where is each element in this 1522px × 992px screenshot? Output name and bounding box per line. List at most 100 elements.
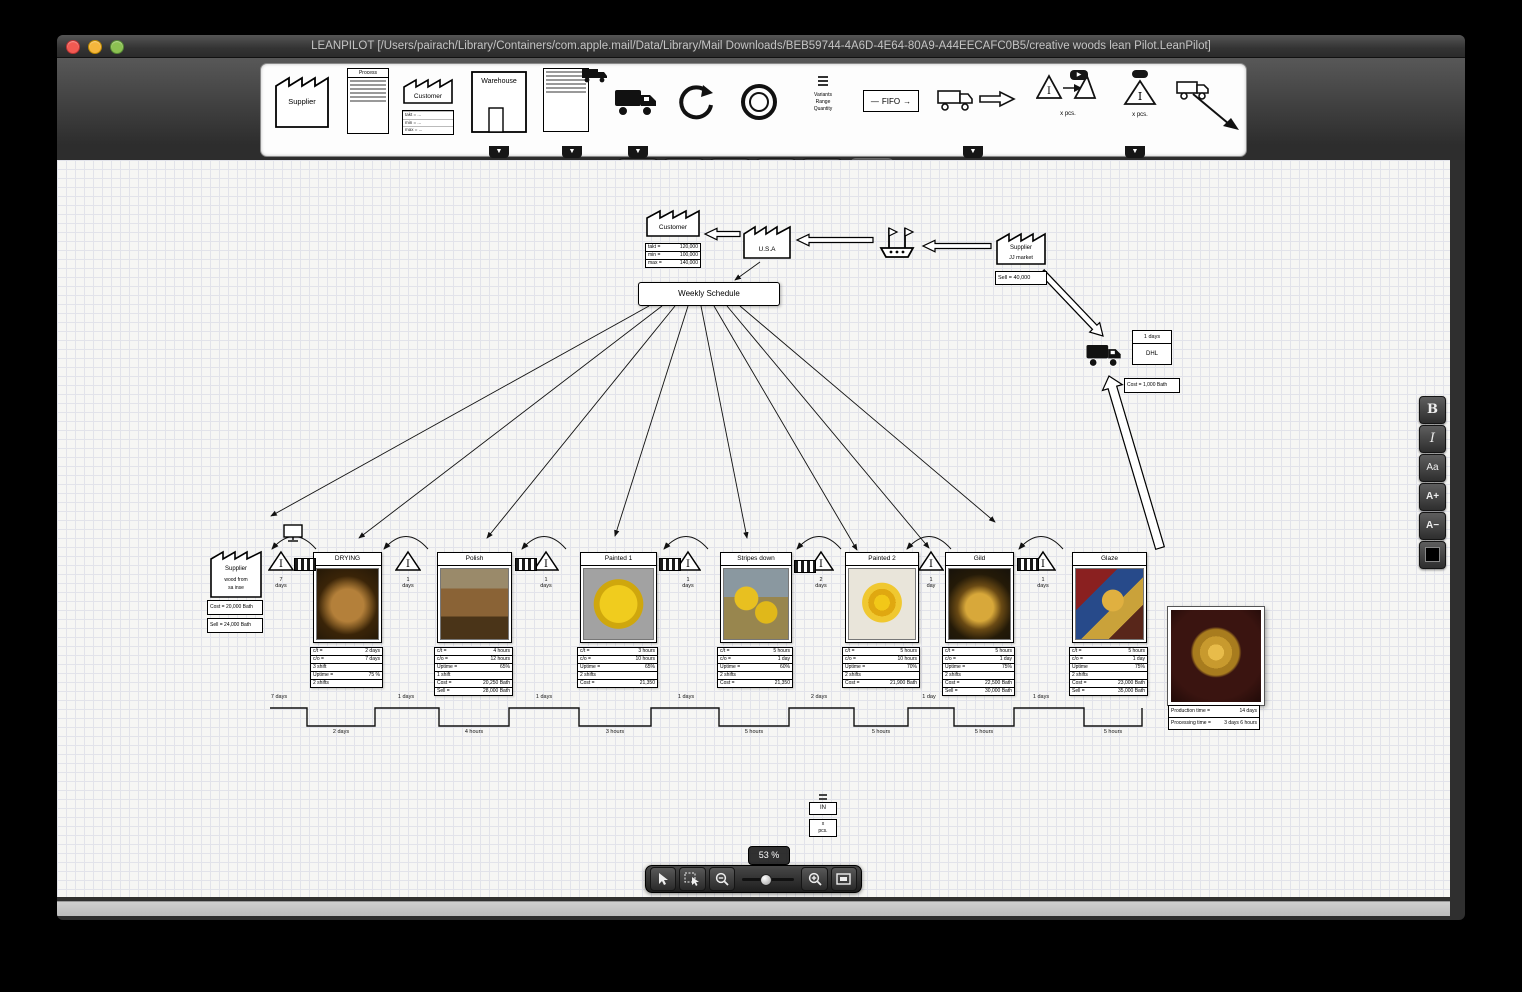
stencil-inventory-pair[interactable]: ▶ I x pcs. [1035,70,1100,117]
timeline-inventory-label: 1 days [397,694,415,700]
process-title: Painted 1 [581,553,656,566]
minimize-button[interactable] [88,40,102,54]
pointer-tool-button[interactable] [650,867,677,891]
horizontal-scrollbar[interactable] [57,901,1450,916]
fifo-label: FIFO [881,96,901,106]
font-smaller-button[interactable]: A− [1419,512,1446,540]
table-row: Cost =21,350 [577,680,658,688]
weekly-schedule-box[interactable]: Weekly Schedule [638,282,780,306]
zoom-out-button[interactable] [708,867,735,891]
stencil-process[interactable]: Process [347,68,389,134]
table-row: c/t =3 hours [577,647,658,656]
stencil-fifo[interactable]: — FIFO → [863,90,919,112]
process-box[interactable]: DRYING [313,552,382,643]
push-arrow-bar [294,558,316,571]
stencil-customer[interactable]: Customer takt = ... min = ... max = ... [402,75,454,135]
stencil-warehouse[interactable]: Warehouse [469,68,529,141]
process-box[interactable]: Stripes down [720,552,792,643]
svg-text:I: I [819,559,823,570]
stencil-dropdown[interactable]: ▼ [963,146,983,158]
stencil-dropdown[interactable]: ▼ [489,146,509,158]
zoom-slider-thumb[interactable] [759,873,772,886]
select-tool-button[interactable] [679,867,706,891]
table-row: c/t =5 hours [717,647,793,656]
production-time-label: Production time = [1171,708,1211,714]
process-box[interactable]: Painted 2 [845,552,919,643]
process-box[interactable]: Glaze [1072,552,1147,643]
supplier-left-sub1: wood from [224,577,247,583]
close-button[interactable] [66,40,80,54]
font-larger-button[interactable]: A+ [1419,483,1446,511]
process-box[interactable]: Polish [437,552,512,643]
stencil-kanban-post-icon[interactable] [738,81,780,128]
table-row: 2 shifts [842,672,920,680]
font-button[interactable]: Aa [1419,454,1446,482]
color-swatch-button[interactable] [1419,541,1446,569]
process-box[interactable]: Painted 1 [580,552,657,643]
stencil-dropdown[interactable]: ▼ [628,146,648,158]
dhl-truck[interactable] [1083,340,1125,375]
table-row: c/t =4 hours [434,647,513,656]
process-title: Glaze [1073,553,1146,566]
table-row: c/o =10 hours [842,656,920,664]
fifo-arrow-icon: → [903,96,912,106]
stencil-go-see-icon[interactable] [675,81,717,128]
stencil-dropdown[interactable]: ▼ [1125,146,1145,158]
inventory-icon: I [917,550,945,571]
zoom-toolbar [645,865,862,893]
title-bar[interactable]: LEANPILOT [/Users/pairach/Library/Contai… [57,35,1465,58]
zoom-button[interactable] [110,40,124,54]
production-summary[interactable]: Production time = 14 days Processing tim… [1168,705,1260,730]
process-box[interactable]: Gild [945,552,1014,643]
production-time-value: 14 days [1239,708,1257,714]
process-title: Painted 2 [846,553,918,566]
ship-node[interactable] [875,218,919,267]
zoom-fit-button[interactable] [830,867,858,891]
stencil-dropdown[interactable]: ▼ [562,146,582,158]
usa-node[interactable]: U.S.A [742,220,792,265]
italic-button[interactable]: I [1419,425,1446,453]
decorative-bar [546,71,586,73]
vsm-canvas[interactable]: Customer takt =120,000 min =100,000 max … [57,160,1450,897]
stencil-shipment[interactable] [936,88,1020,119]
ship-icon [879,227,915,258]
inventory-icon: I [674,550,702,571]
supplier-right-node[interactable]: Supplier JJ market Sell = 40,000 [995,228,1047,285]
stencil-inventory[interactable]: I x pcs. [1123,70,1157,118]
supplier-left-node[interactable]: Supplier wood from sa inse [209,545,263,604]
table-row: c/o =1 day [717,656,793,664]
timeline-inventory-label: 1 days [1032,694,1050,700]
stencil-data-truck[interactable] [543,68,607,132]
customer-node[interactable]: Customer takt =120,000 min =100,000 max … [645,206,701,268]
supplier-right-sell: Sell = 40,000 [995,271,1047,285]
stencil-truck[interactable] [613,84,659,125]
decorative-bar [350,100,386,102]
zoom-in-button[interactable] [801,867,828,891]
stencil-milk-run[interactable] [1173,74,1243,139]
stencil-supplier[interactable]: Supplier [273,72,331,135]
dhl-box[interactable]: 1 days DHL [1132,330,1172,365]
bold-button[interactable]: B [1419,396,1446,424]
zoom-slider[interactable] [741,873,795,886]
decorative-bar [350,88,386,90]
fifo-dash: — [870,96,879,106]
svg-text:I: I [1138,90,1142,103]
stencil-variants[interactable]: Variants Range Quantity [803,74,843,113]
cell: max = [648,260,662,266]
